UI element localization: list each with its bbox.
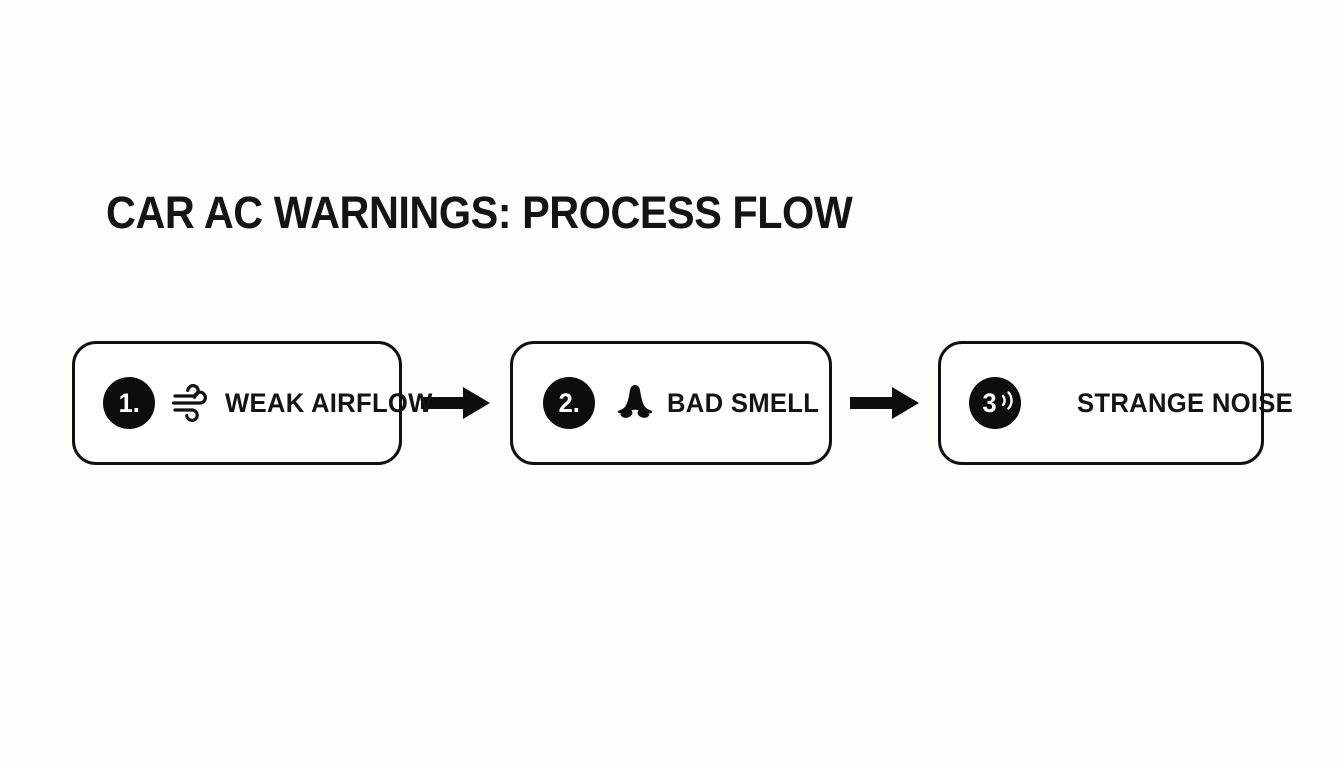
arrow-right-icon xyxy=(832,341,938,465)
step-label-weak-airflow: WEAK AIRFLOW xyxy=(225,387,433,418)
step-card-strange-noise[interactable]: 3 STRANGE NOISE xyxy=(938,341,1293,465)
process-flow-row: 1. WEAK AIRFLOW 2. xyxy=(72,341,1293,465)
wind-icon xyxy=(169,381,213,425)
arrow-right-icon xyxy=(402,341,510,465)
step-number-label: 2. xyxy=(558,387,580,418)
step-label-strange-noise: STRANGE NOISE xyxy=(1077,387,1294,418)
step-card-weak-airflow[interactable]: 1. WEAK AIRFLOW xyxy=(72,341,432,465)
step-number-badge-3: 3 xyxy=(969,377,1021,429)
step-number-label: 1. xyxy=(118,387,140,418)
sound-waves-icon xyxy=(1000,390,1014,417)
nose-icon xyxy=(617,383,653,423)
step-number-badge-1: 1. xyxy=(103,377,155,429)
page-title: CAR AC WARNINGS: PROCESS FLOW xyxy=(106,187,853,238)
step-number-label: 3 xyxy=(982,387,998,418)
step-label-bad-smell: BAD SMELL xyxy=(667,387,820,418)
step-number-badge-2: 2. xyxy=(543,377,595,429)
step-card-bad-smell[interactable]: 2. BAD SMELL xyxy=(510,341,832,465)
